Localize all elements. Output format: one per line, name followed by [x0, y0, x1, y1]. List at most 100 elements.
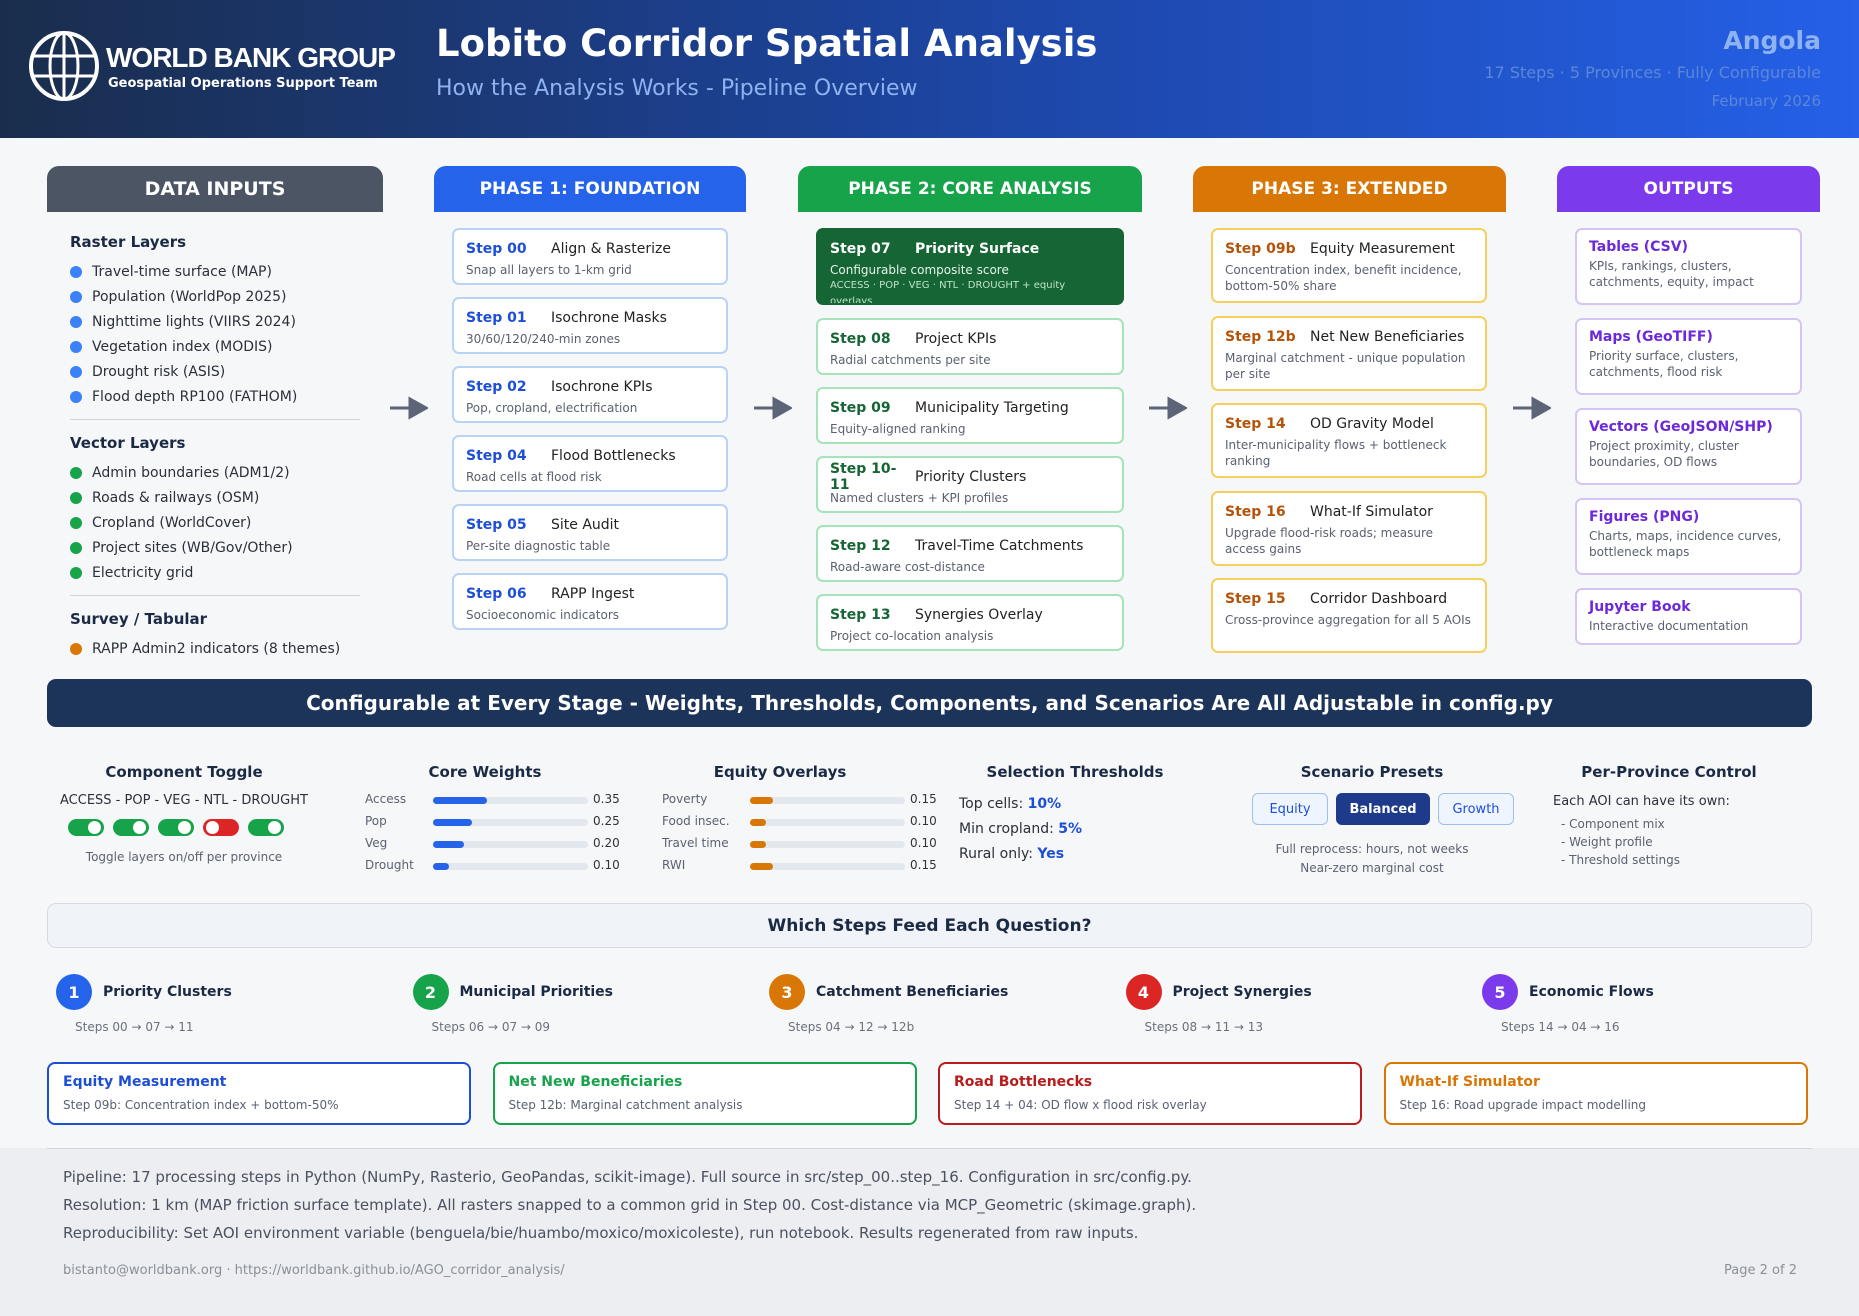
component-toggle[interactable] — [203, 819, 239, 836]
step-name: Isochrone KPIs — [551, 379, 653, 395]
equity-bar-fill[interactable] — [750, 841, 766, 848]
weights-bar-fill[interactable] — [433, 819, 472, 826]
preset-button-equity[interactable]: Equity — [1252, 793, 1328, 825]
step-description: Concentration index, benefit incidence, … — [1225, 263, 1462, 293]
step-name: Isochrone Masks — [551, 310, 667, 326]
raster-layer-label: Nighttime lights (VIIRS 2024) — [92, 313, 296, 330]
output-description: Priority surface, clusters, catchments, … — [1589, 349, 1739, 379]
arrow-right-icon — [754, 396, 792, 420]
component-toggle[interactable] — [113, 819, 149, 836]
component-toggle[interactable] — [248, 819, 284, 836]
toggle-note: Toggle layers on/off per province — [85, 850, 283, 864]
vector-layer-item: Admin boundaries (ADM1/2) — [70, 460, 360, 485]
page-subtitle: How the Analysis Works - Pipeline Overvi… — [436, 76, 918, 101]
footer-contact[interactable]: bistanto@worldbank.org · https://worldba… — [63, 1263, 565, 1278]
threshold-row: Min cropland: 5% — [959, 821, 1082, 837]
column-header-phase1: PHASE 1: FOUNDATION — [434, 166, 746, 212]
question-number-badge: 4 — [1125, 974, 1162, 1010]
component-toggle[interactable] — [158, 819, 194, 836]
threshold-value[interactable]: 10% — [1027, 796, 1062, 812]
output-box[interactable]: Vectors (GeoJSON/SHP)Project proximity, … — [1575, 408, 1802, 485]
step-box[interactable]: Step 01 Isochrone Masks 30/60/120/240-min … — [452, 297, 728, 354]
question-label: Project Synergies — [1172, 984, 1312, 1000]
globe-icon — [29, 31, 99, 101]
toggle-components: ACCESS - POP - VEG - NTL - DROUGHT — [60, 793, 308, 808]
world-bank-logo: WORLD BANK GROUP Geospatial Operations S… — [28, 30, 396, 102]
vector-layers-heading: Vector Layers — [70, 434, 186, 452]
step-number: Step 01 — [466, 310, 527, 326]
highlight-description: Step 09b: Concentration index + bottom-5… — [63, 1098, 339, 1112]
weights-bar-fill[interactable] — [433, 863, 449, 870]
threshold-value[interactable]: Yes — [1037, 846, 1065, 862]
output-box[interactable]: Tables (CSV)KPIs, rankings, clusters, ca… — [1575, 228, 1802, 305]
output-description: Project proximity, cluster boundaries, O… — [1589, 439, 1739, 469]
equity-bar-track — [750, 841, 905, 848]
output-box[interactable]: Maps (GeoTIFF)Priority surface, clusters… — [1575, 318, 1802, 395]
question-steps: Steps 00 → 07 → 11 — [75, 1020, 194, 1034]
step-description: Named clusters + KPI profiles — [830, 491, 1009, 505]
step-description: 30/60/120/240-min zones — [466, 332, 621, 346]
date-label: February 2026 — [1711, 92, 1821, 110]
weights-label: Drought — [365, 858, 414, 872]
equity-label: Poverty — [662, 792, 708, 806]
step-components: ACCESS · POP · VEG · NTL · DROUGHT + equ… — [830, 280, 1066, 305]
weights-value: 0.10 — [593, 858, 620, 872]
step-description: Socioeconomic indicators — [466, 608, 620, 622]
step-number: Step 02 — [466, 379, 527, 395]
equity-bar-track — [750, 797, 905, 804]
step-number: Step 12 — [830, 538, 891, 554]
preset-button-balanced[interactable]: Balanced — [1336, 793, 1430, 825]
step-name: What-If Simulator — [1310, 503, 1433, 520]
component-toggle[interactable] — [68, 819, 104, 836]
equity-bar-fill[interactable] — [750, 797, 773, 804]
equity-bar-fill[interactable] — [750, 819, 766, 826]
selection-thresholds-title: Selection Thresholds — [986, 763, 1164, 781]
preset-button-growth[interactable]: Growth — [1438, 793, 1514, 825]
bullet-icon — [70, 390, 82, 403]
question-label: Catchment Beneficiaries — [816, 984, 1009, 1000]
step-name: Site Audit — [551, 517, 620, 533]
step-name: Synergies Overlay — [915, 607, 1043, 623]
weights-bar-fill[interactable] — [433, 797, 487, 804]
data-inputs-list: Raster Layers Travel-time surface (MAP)P… — [70, 233, 360, 661]
threshold-row: Rural only: Yes — [959, 846, 1064, 862]
threshold-value[interactable]: 5% — [1058, 821, 1083, 837]
bullet-icon — [70, 315, 82, 328]
equity-value: 0.10 — [910, 814, 937, 828]
header-bar: WORLD BANK GROUP Geospatial Operations S… — [0, 0, 1859, 138]
survey-layer-item: RAPP Admin2 indicators (8 themes) — [70, 636, 360, 661]
vector-layer-label: Cropland (WorldCover) — [92, 514, 252, 531]
step-description: Configurable composite score — [830, 263, 1009, 277]
step-description: Snap all layers to 1-km grid — [466, 263, 632, 277]
highlight-description: Step 12b: Marginal catchment analysis — [508, 1098, 743, 1112]
vector-layer-label: Roads & railways (OSM) — [92, 489, 260, 506]
raster-layer-label: Drought risk (ASIS) — [92, 363, 226, 380]
output-box[interactable]: Figures (PNG)Charts, maps, incidence cur… — [1575, 498, 1802, 575]
equity-label: Food insec. — [662, 814, 730, 828]
equity-bar-fill[interactable] — [750, 863, 773, 870]
weights-bar-fill[interactable] — [433, 841, 464, 848]
